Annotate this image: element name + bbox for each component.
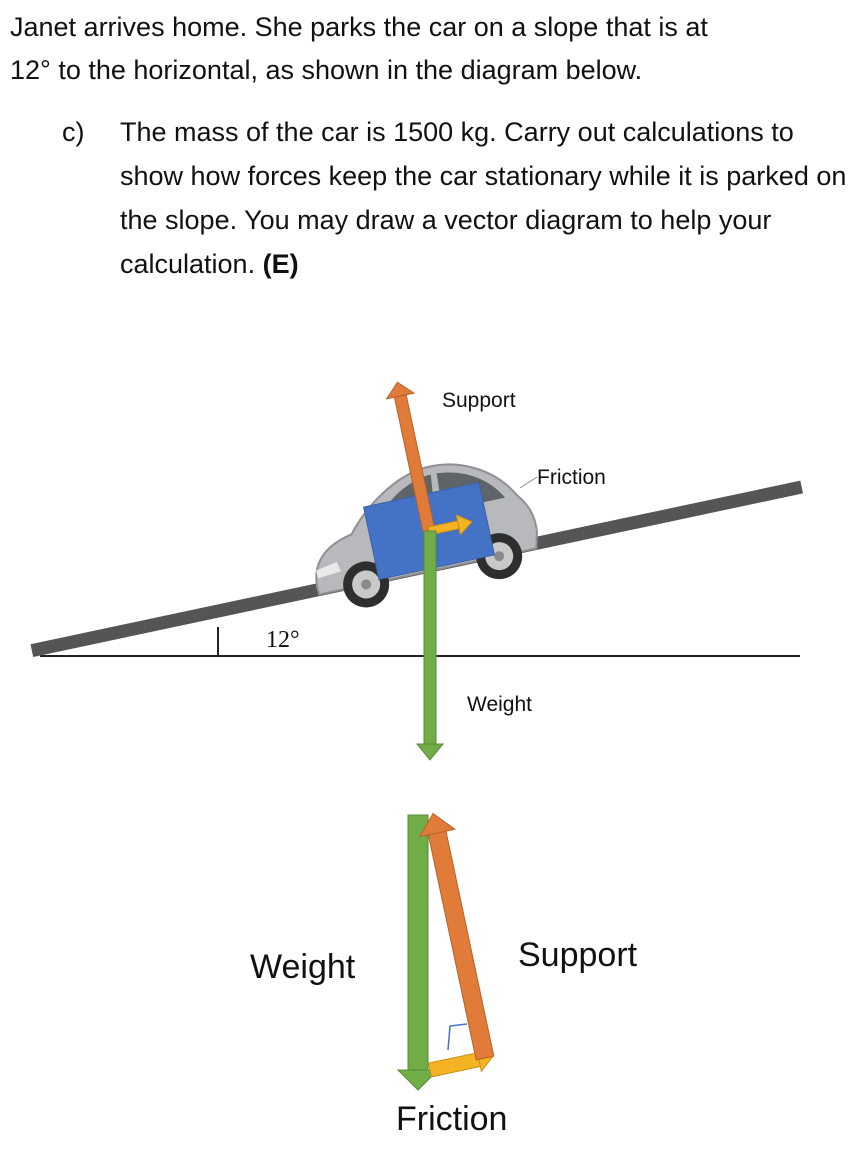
question-body: The mass of the car is 1500 kg. Carry ou… — [120, 117, 847, 279]
intro-line-1: Janet arrives home. She parks the car on… — [10, 12, 708, 42]
triangle-support-arrow — [418, 812, 495, 1061]
weight-arrow — [415, 530, 445, 761]
vector-triangle: Weight Support Friction — [250, 812, 638, 1138]
question-marks: (E) — [262, 249, 299, 279]
weight-label: Weight — [467, 693, 532, 716]
question-label: c) — [62, 117, 85, 147]
friction-leader — [519, 476, 538, 489]
slope-diagram: 12° Support Friction — [30, 381, 804, 761]
right-angle-marker — [447, 1023, 468, 1051]
triangle-weight-head — [396, 1069, 440, 1091]
intro-text: Janet arrives home. She parks the car on… — [10, 6, 840, 92]
triangle-friction-label: Friction — [396, 1100, 507, 1138]
intro-line-2: 12° to the horizontal, as shown in the d… — [10, 55, 643, 85]
question-text: The mass of the car is 1500 kg. Carry ou… — [120, 110, 850, 286]
support-label: Support — [442, 389, 516, 412]
triangle-support-label: Support — [518, 936, 638, 974]
triangle-weight-arrow — [407, 814, 429, 1071]
friction-label: Friction — [537, 466, 606, 489]
angle-label: 12° — [266, 627, 300, 653]
triangle-weight-label: Weight — [250, 948, 356, 986]
